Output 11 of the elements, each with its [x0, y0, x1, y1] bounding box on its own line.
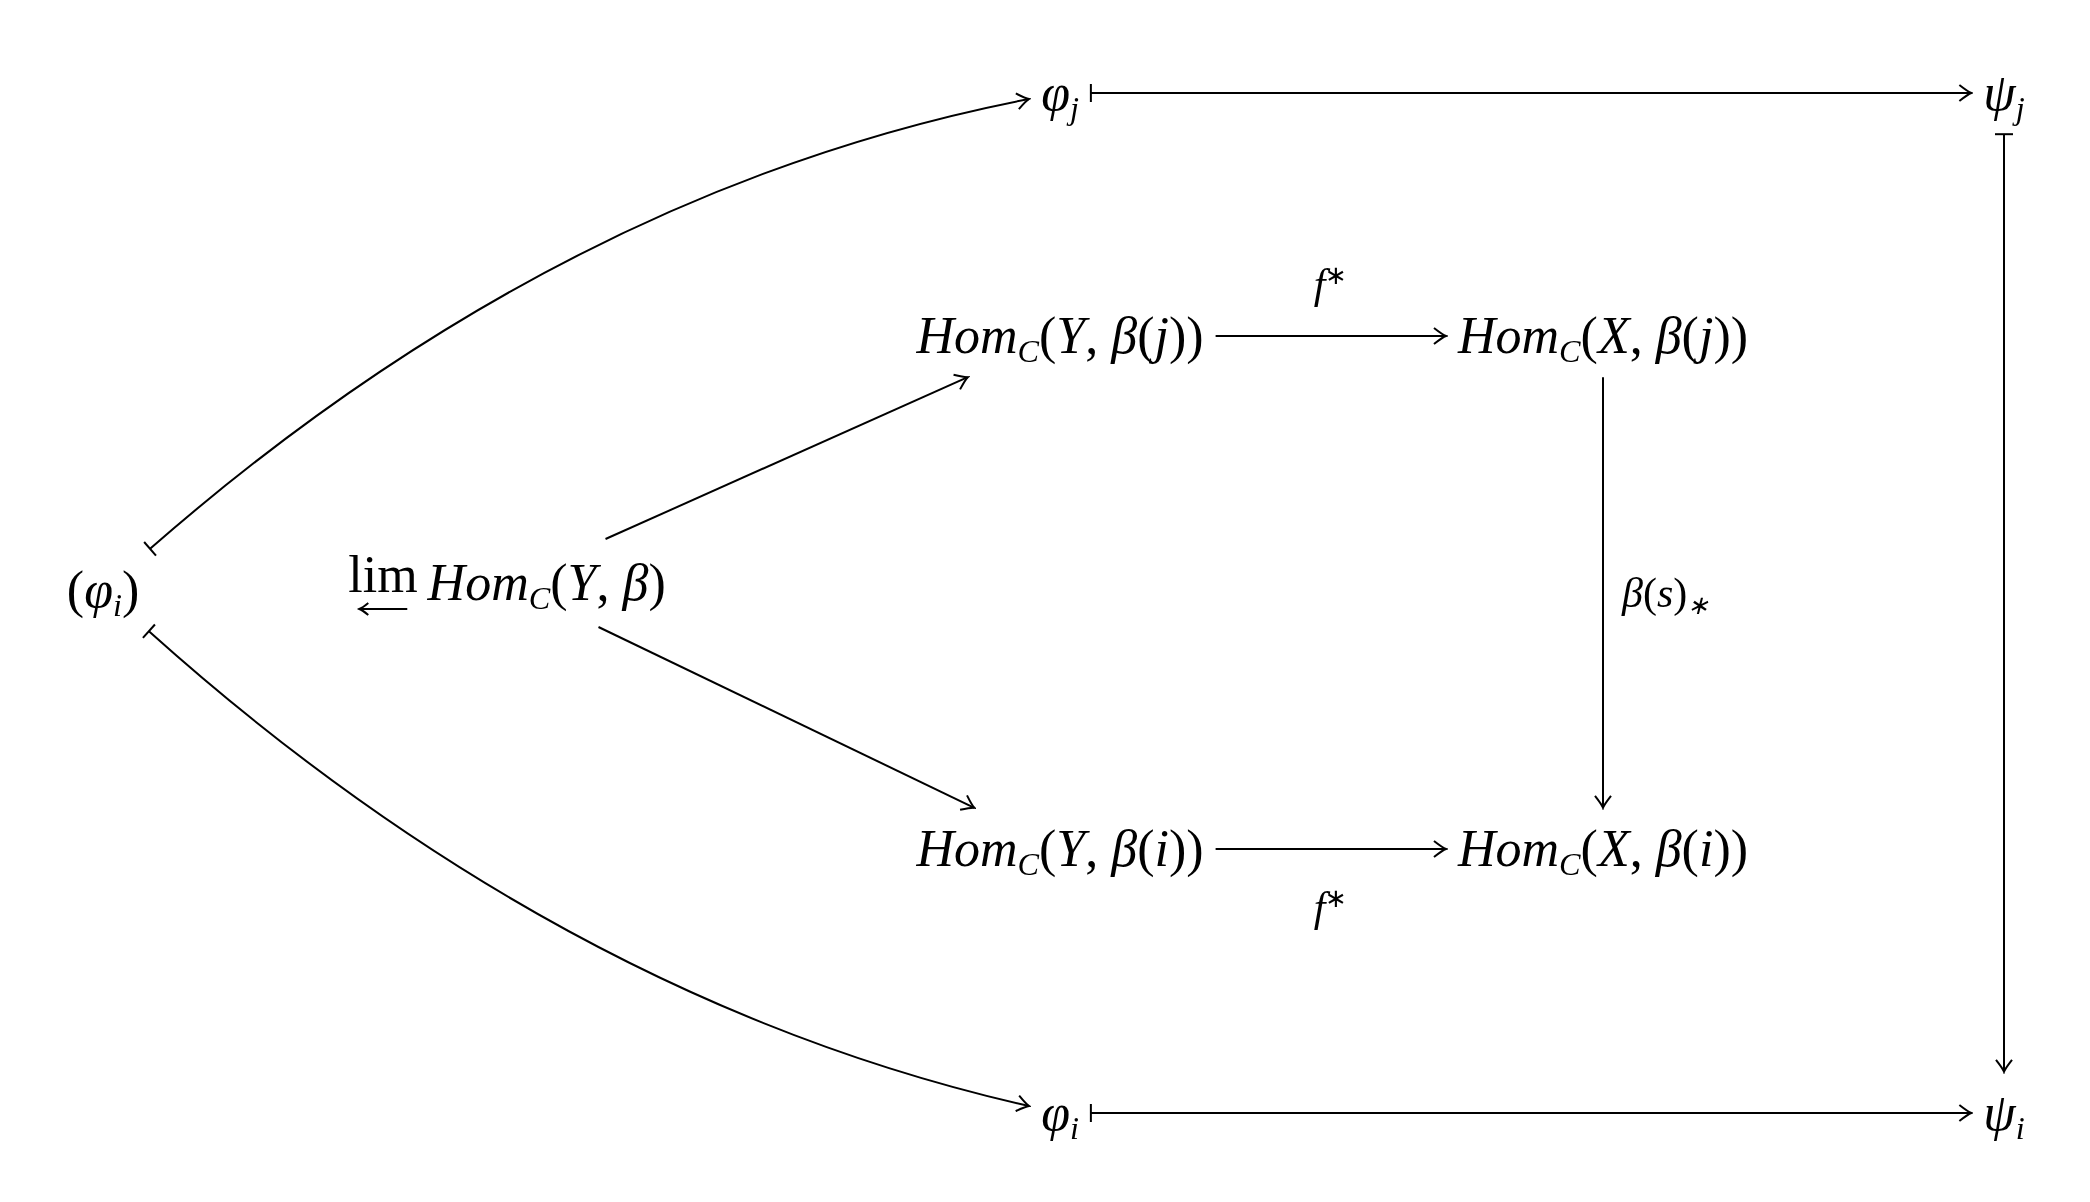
math-expression: Hom$_{C}$(X, β(j)) [1454, 302, 1752, 370]
math-expression: φ$_{j}$ [1037, 59, 1083, 127]
math-expression: (φ$_{i}$) [62, 556, 144, 624]
math-expression: Hom$_{C}$(Y, β) [427, 552, 666, 615]
math-expression: ψ$_{i}$ [1979, 1079, 2029, 1147]
math-expression: Hom$_{C}$(Y, β(i)) [912, 815, 1208, 883]
math-expression: ψ$_{j}$ [1979, 59, 2029, 127]
math-expression: Hom$_{C}$(X, β(i)) [1454, 815, 1752, 883]
limit-operator: lim [348, 549, 418, 601]
math-expression: φ$_{i}$ [1037, 1079, 1083, 1147]
math-expression: Hom$_{C}$(Y, β(j)) [912, 302, 1208, 370]
